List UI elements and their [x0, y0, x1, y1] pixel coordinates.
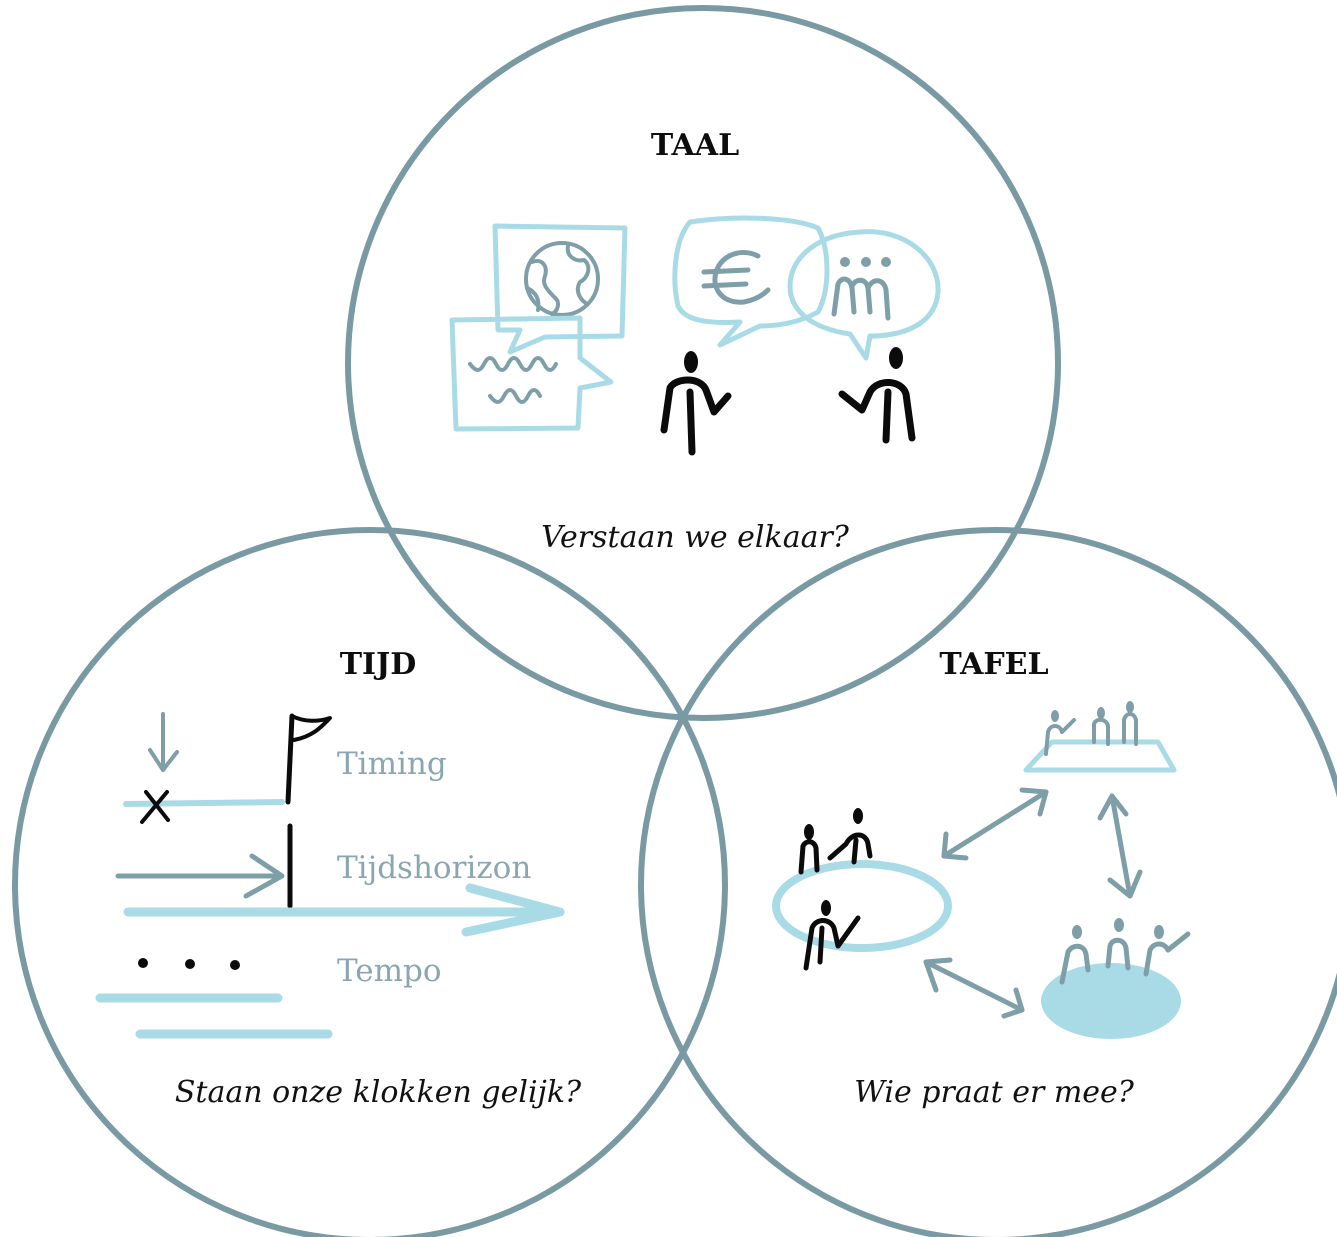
tijd-circle [12, 527, 728, 1237]
tijdshorizon-label: Tijdshorizon [337, 850, 531, 886]
euro-speech-bubble-icon [672, 215, 830, 348]
tijd-question: Staan onze klokken gelijk? [175, 1075, 582, 1110]
wave-text-speech-bubble-icon [449, 315, 614, 432]
globe-speech-bubble-icon [492, 223, 628, 355]
person-listening-icon [660, 351, 732, 456]
tafel-circle [638, 527, 1337, 1237]
flag-deadline-icon [123, 712, 332, 824]
person-talking-icon [838, 347, 916, 444]
group-at-filled-table-icon [1041, 918, 1191, 1039]
tijd-section: TIJD Timing Tijdshorizon Tempo Staan onz… [95, 647, 582, 1110]
tafel-question: Wie praat er mee? [854, 1075, 1135, 1110]
dots-lines-icon [95, 958, 333, 1039]
group-at-outlined-table-icon [772, 808, 952, 971]
tafel-title: TAFEL [939, 647, 1048, 682]
timing-label: Timing [337, 746, 447, 782]
tafel-section: TAFEL [772, 647, 1191, 1110]
taal-circle [345, 5, 1061, 721]
group-at-trapezoid-table-icon [1023, 701, 1177, 773]
horizon-arrow-icon [115, 823, 565, 937]
tempo-label: Tempo [337, 953, 442, 989]
people-speech-bubble-icon [787, 229, 941, 361]
double-arrows-icon [923, 787, 1143, 1019]
taal-section: TAAL [449, 128, 941, 555]
taal-title: TAAL [651, 128, 739, 163]
tijd-title: TIJD [340, 647, 417, 682]
taal-question: Verstaan we elkaar? [541, 520, 850, 555]
